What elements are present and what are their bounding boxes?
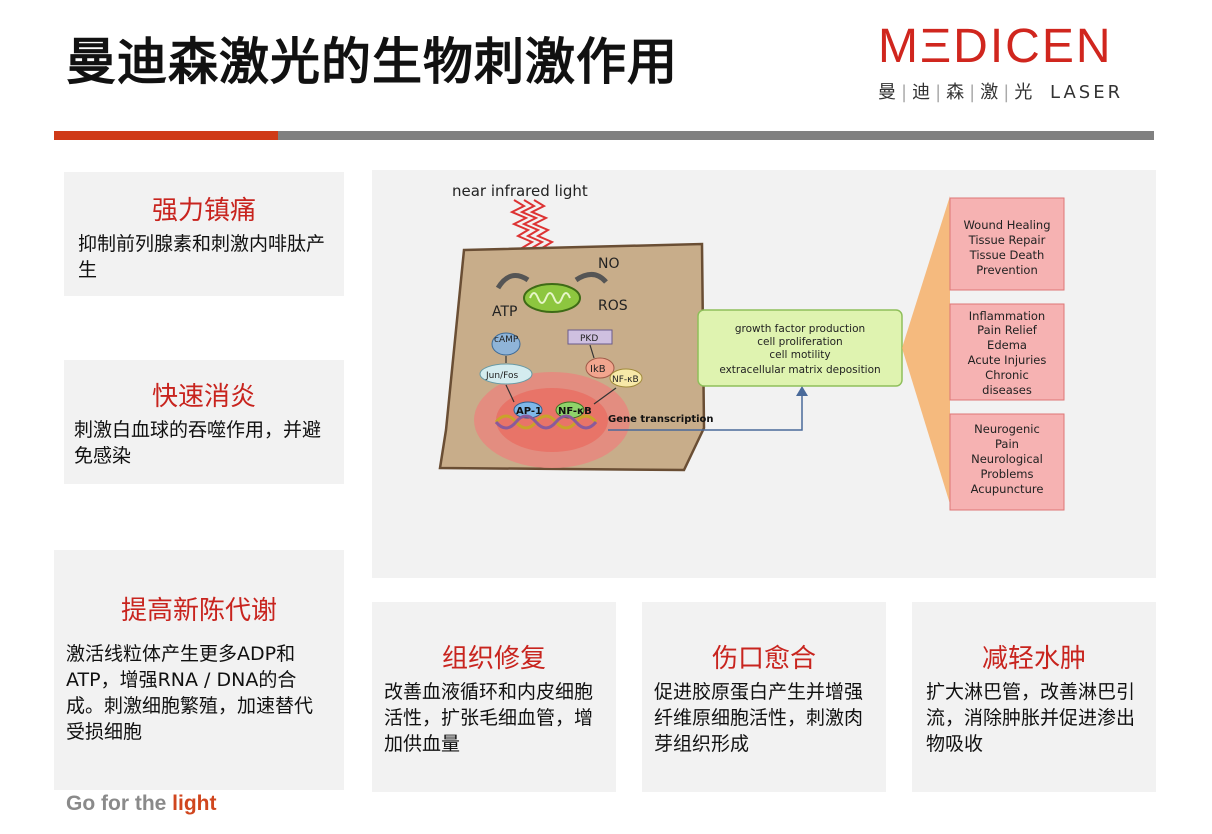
card-tissue-repair: 组织修复 改善血液循环和内皮细胞活性，扩张毛细血管，增加供血量 [372,602,616,792]
camp-label: cAMP [494,335,519,345]
camp-node [491,332,521,356]
effect-item: extracellular matrix deposition [719,364,880,376]
light-ray [509,199,537,255]
mitochondrion [523,283,581,313]
ap1-label: AP-1 [516,406,542,417]
card-wound-healing: 伤口愈合 促进胶原蛋白产生并增强纤维原细胞活性，刺激肉芽组织形成 [642,602,886,792]
dna-helix [494,414,598,430]
footer-highlight: light [172,792,217,815]
atp-label: ATP [492,304,517,320]
card-edema-reduction: 减轻水肿 扩大淋巴管，改善淋巴引流，消除肿胀并促进渗出物吸收 [912,602,1156,792]
ros-label: ROS [598,298,628,314]
light-label: near infrared light [452,182,588,200]
title-underline-accent [54,131,278,140]
connector-line [608,394,803,431]
outcome-item: Problems [980,467,1033,481]
light-ray [519,199,547,255]
outcome-box-2 [949,303,1065,401]
page-title: 曼迪森激光的生物刺激作用 [66,33,678,91]
nfkb-node [609,368,643,388]
logo-wordmark: MΞDICEN [878,20,1113,73]
mitochondrion-cristae [529,292,571,304]
effect-item: cell motility [769,349,830,361]
logo-char: 激 [980,82,1001,103]
outcome-box-3 [949,413,1065,511]
pkd-label: PKD [580,334,598,344]
outcome-box-1 [949,197,1065,291]
biostimulation-diagram: near infrared light NO ATP ROS cAMP PKD … [372,170,1156,578]
card-title: 组织修复 [441,644,546,674]
logo-char: 森 [946,82,967,103]
no-label: NO [598,256,620,272]
diagram-svg: near infrared light NO ATP ROS cAMP PKD … [438,182,1065,511]
outcome-item: Inflammation [969,309,1045,323]
pkd-node [567,329,613,345]
outcome-item: Pain [995,437,1019,451]
ikb-label: IkB [590,364,606,375]
arrow-small [589,344,595,359]
dna-helix [494,414,598,430]
footer-prefix: Go for the [66,792,173,815]
card-title: 提高新陈代谢 [120,596,277,626]
logo-char: 曼 [878,82,898,103]
card-title: 伤口愈合 [711,644,816,674]
card-metabolism: 提高新陈代谢 激活线粒体产生更多ADP和ATP，增强RNA / DNA的合成。刺… [54,550,344,790]
arrow-no [574,272,608,284]
light-ray [529,199,555,263]
ikb-node [585,357,615,379]
outcome-item: Tissue Death [969,248,1045,262]
outcome-item: Prevention [976,263,1037,277]
title-underline [278,131,1154,140]
card-title: 快速消炎 [151,382,256,412]
nfkb-label: NF-κB [612,375,639,385]
fan-wedge [902,196,950,504]
card-pain-relief: 强力镇痛 抑制前列腺素和刺激内啡肽产生 [64,172,344,296]
ap1-node [513,401,543,419]
connector-arrowhead [796,386,808,396]
outcome-item: diseases [982,383,1032,397]
card-body: 促进胶原蛋白产生并增强纤维原细胞活性，刺激肉芽组织形成 [654,681,864,755]
card-title: 减轻水肿 [981,644,1086,674]
junfos-label: Jun/Fos [485,371,518,381]
arrow-atp [495,273,530,290]
outcome-item: Acute Injuries [968,353,1047,367]
logo-char: 光 [1014,82,1035,103]
outcome-item: Tissue Repair [968,233,1046,247]
outcome-item: Chronic [985,368,1029,382]
outcome-item: Neurogenic [974,422,1040,436]
arrow-small [505,384,515,403]
outcome-item: Neurological [971,452,1043,466]
card-body: 扩大淋巴管，改善淋巴引流，消除肿胀并促进渗出物吸收 [926,681,1136,755]
card-title: 强力镇痛 [151,196,256,226]
card-body: 改善血液循环和内皮细胞活性，扩张毛细血管，增加供血量 [384,681,594,755]
brand-logo: MΞDICEN 曼|迪|森|激|光 LASER [878,22,1148,112]
outcome-item: Wound Healing [963,218,1050,232]
outcome-item: Edema [987,338,1027,352]
logo-char: 迪 [912,82,933,103]
card-anti-inflammation: 快速消炎 刺激白血球的吞噬作用，并避免感染 [64,360,344,484]
card-body: 刺激白血球的吞噬作用，并避免感染 [74,419,322,467]
effect-item: growth factor production [735,323,865,335]
effect-item: cell proliferation [757,336,842,348]
card-body: 激活线粒体产生更多ADP和ATP，增强RNA / DNA的合成。刺激细胞繁殖，加… [66,643,314,743]
nfkb2-label: NF-κB [558,406,592,417]
arrow-small [593,387,617,405]
footer-tagline: Go for the light [66,792,217,816]
junfos-node [479,363,533,385]
outcome-item: Acupuncture [971,482,1044,496]
logo-laser: LASER [1050,82,1124,103]
logo-subtitle: 曼|迪|森|激|光 LASER [878,82,1124,103]
gene-transcription-label: Gene transcription [608,414,714,425]
outcome-item: Pain Relief [977,323,1038,337]
card-body: 抑制前列腺素和刺激内啡肽产生 [78,233,326,281]
